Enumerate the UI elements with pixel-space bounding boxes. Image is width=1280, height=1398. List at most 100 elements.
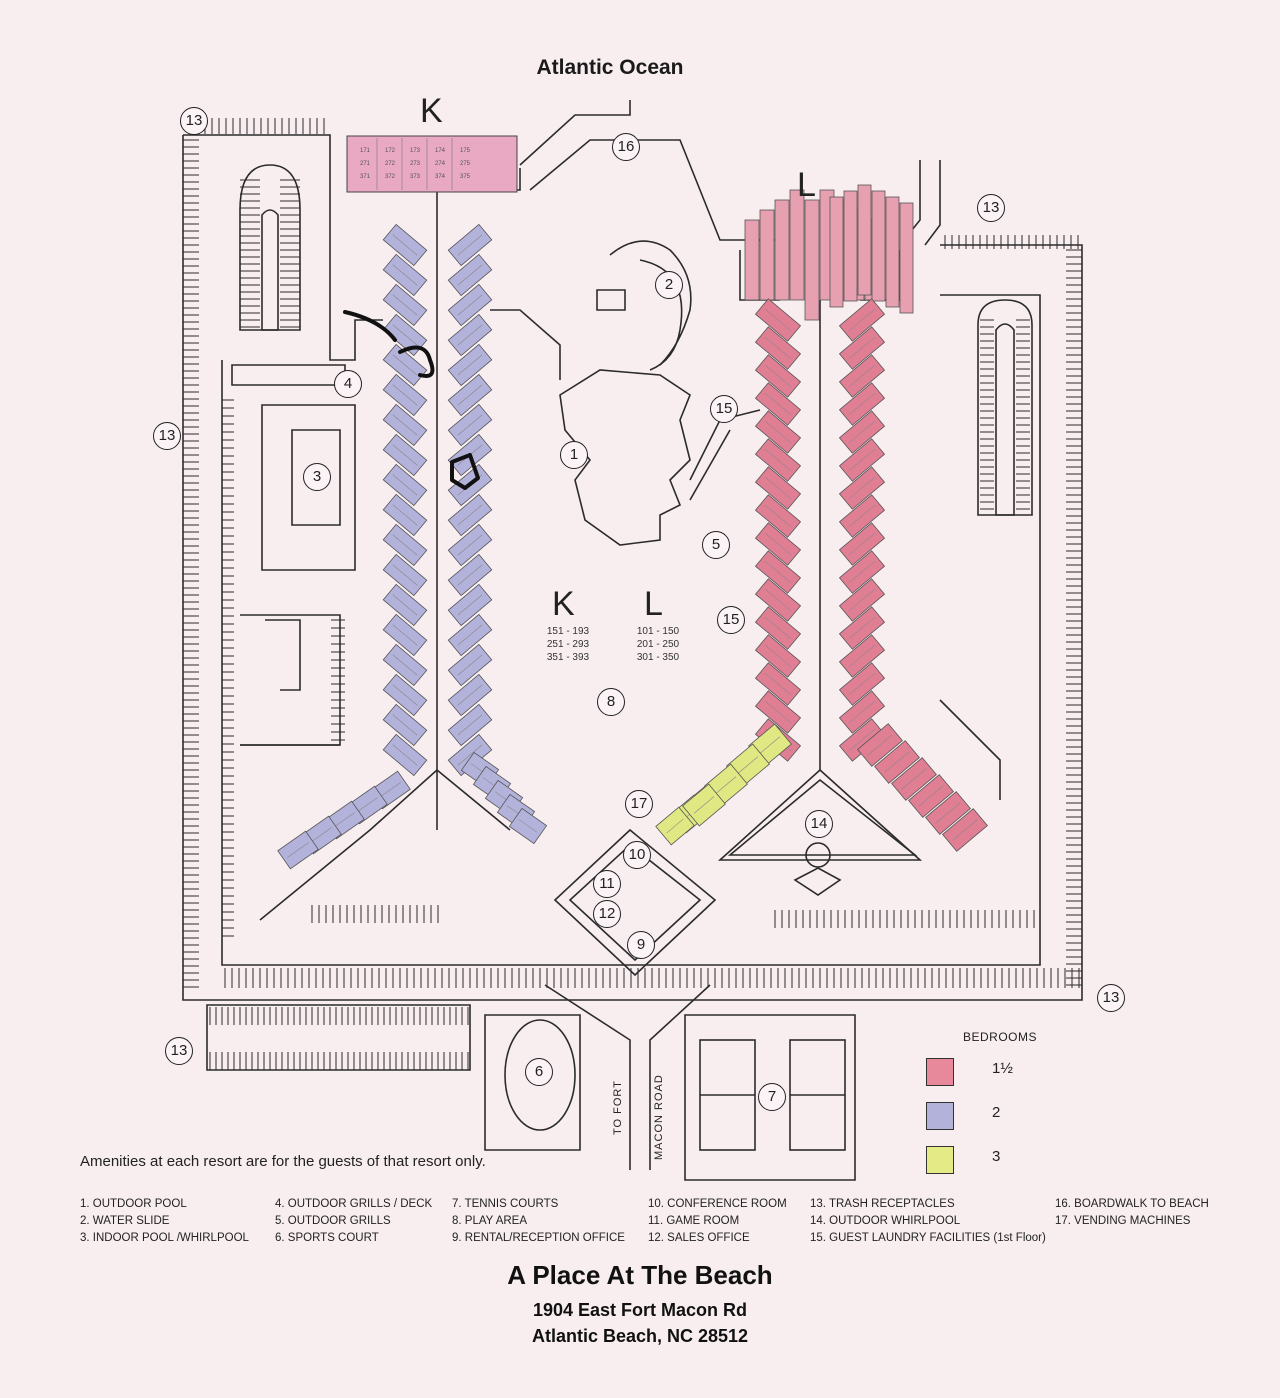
l-unit-right xyxy=(838,326,886,370)
amenity-item: 15. GUEST LAUNDRY FACILITIES (1st Floor) xyxy=(810,1232,1046,1244)
amenity-item: 9. RENTAL/RECEPTION OFFICE xyxy=(452,1232,625,1244)
marker-3: 3 xyxy=(303,463,331,491)
k-top-building-body xyxy=(346,135,518,193)
marker-13-bottom-left: 13 xyxy=(165,1037,193,1065)
l-unit-left xyxy=(754,522,802,566)
amenities-col-3: 7. TENNIS COURTS 8. PLAY AREA 9. RENTAL/… xyxy=(452,1196,625,1247)
k-unit-left-detail xyxy=(392,534,418,556)
l-unit-left-detail xyxy=(764,476,792,500)
k-unit-left xyxy=(382,673,428,717)
l-unit-left xyxy=(754,382,802,426)
perimeter-road-inner xyxy=(221,294,1041,966)
l-unit-arm-detail xyxy=(867,734,893,756)
l-unit-left xyxy=(754,634,802,678)
l-unit-left xyxy=(754,578,802,622)
k-unit-left xyxy=(382,583,428,627)
l-unit-right xyxy=(838,410,886,454)
k-top-unit-number: 171 xyxy=(360,148,371,154)
k-unit-left-detail xyxy=(392,684,418,706)
k-unit-left xyxy=(382,523,428,567)
l-unit-arm xyxy=(942,808,988,852)
k-unit-left-detail xyxy=(392,324,418,346)
left-parking-loop xyxy=(239,164,301,331)
amenity-item: 6. SPORTS COURT xyxy=(275,1232,379,1244)
k-top-unit-number: 373 xyxy=(410,174,421,180)
green-unit-detail xyxy=(715,776,737,794)
l-top-unit xyxy=(843,190,858,302)
k-unit-right xyxy=(447,643,493,687)
k-range-1: 151 - 193 xyxy=(546,626,590,637)
l-unit-right-detail xyxy=(848,476,876,500)
marker-9: 9 xyxy=(627,931,655,959)
road-label-macon-road: MACON ROAD xyxy=(653,1074,665,1160)
boardwalk-path xyxy=(519,100,631,166)
resort-address: 1904 East Fort Macon Rd xyxy=(532,1300,748,1320)
k-unit-ranges: 151 - 193 251 - 293 351 - 393 xyxy=(538,625,598,664)
amenity-item: 2. WATER SLIDE xyxy=(80,1215,170,1227)
l-unit-left-detail xyxy=(764,420,792,444)
sports-court-3 xyxy=(261,404,356,571)
legend-label-2: 2 xyxy=(992,1104,1001,1121)
k-unit-left xyxy=(382,373,428,417)
l-unit-arm-detail xyxy=(952,819,978,841)
l-unit-right-detail xyxy=(848,336,876,360)
l-unit-left xyxy=(754,354,802,398)
k-unit-right xyxy=(447,253,493,297)
l-unit-left-detail xyxy=(764,560,792,584)
whirlpool-area-14 xyxy=(727,778,918,856)
amenity-item: 5. OUTDOOR GRILLS xyxy=(275,1215,391,1227)
k-unit-right xyxy=(447,523,493,567)
k-unit-right-detail xyxy=(457,594,483,616)
l-unit-arm xyxy=(874,740,920,784)
k-top-unit-number: 175 xyxy=(460,148,471,154)
amenity-item: 16. BOARDWALK TO BEACH xyxy=(1055,1198,1209,1210)
l-unit-ranges: 101 - 150 201 - 250 301 - 350 xyxy=(628,625,688,664)
l-unit-left-detail xyxy=(764,644,792,668)
k-unit-right-detail xyxy=(457,384,483,406)
l-top-unit xyxy=(857,184,872,296)
resort-name: A Place At The Beach xyxy=(507,1260,773,1290)
marker-13-bottom-right: 13 xyxy=(1097,984,1125,1012)
k-unit-left-detail xyxy=(392,504,418,526)
l-top-unit xyxy=(871,190,886,302)
amenities-col-5: 13. TRASH RECEPTACLES 14. OUTDOOR WHIRLP… xyxy=(810,1196,1046,1247)
l-unit-right xyxy=(838,298,886,342)
l-unit-right xyxy=(838,494,886,538)
marker-15-lower: 15 xyxy=(717,606,745,634)
amenity-item: 8. PLAY AREA xyxy=(452,1215,528,1227)
reception-building xyxy=(553,828,717,977)
k-unit-arm-left-detail xyxy=(310,827,332,843)
marker-6: 6 xyxy=(525,1058,553,1086)
l-top-unit xyxy=(789,189,805,301)
k-unit-left xyxy=(382,703,428,747)
legend-row-1-5: 1½ xyxy=(922,1052,1052,1086)
marker-11: 11 xyxy=(593,870,621,898)
l-unit-right-detail xyxy=(848,560,876,584)
l-unit-left-detail xyxy=(764,672,792,696)
legend-label-1-5: 1½ xyxy=(992,1060,1013,1077)
legend-label-3: 3 xyxy=(992,1148,1001,1165)
legend-row-2: 2 xyxy=(922,1096,1052,1130)
marker-13-top-right: 13 xyxy=(977,194,1005,222)
l-unit-right xyxy=(838,382,886,426)
k-unit-left xyxy=(382,253,428,297)
k-unit-right-detail xyxy=(457,504,483,526)
l-unit-right-detail xyxy=(848,504,876,528)
marker-16: 16 xyxy=(612,133,640,161)
k-unit-right-detail xyxy=(457,744,483,766)
water-slide-2 xyxy=(609,240,692,366)
k-unit-right-detail xyxy=(457,564,483,586)
k-unit-left-detail xyxy=(392,414,418,436)
marker-8: 8 xyxy=(597,688,625,716)
k-unit-right-detail xyxy=(457,294,483,316)
marker-13-left: 13 xyxy=(153,422,181,450)
marker-14: 14 xyxy=(805,810,833,838)
l-unit-right-detail xyxy=(848,392,876,416)
k-unit-left xyxy=(382,553,428,597)
legend-title: BEDROOMS xyxy=(963,1030,1038,1044)
k-unit-left xyxy=(382,643,428,687)
l-unit-left xyxy=(754,494,802,538)
k-unit-right xyxy=(447,583,493,627)
amenity-item: 12. SALES OFFICE xyxy=(648,1232,750,1244)
